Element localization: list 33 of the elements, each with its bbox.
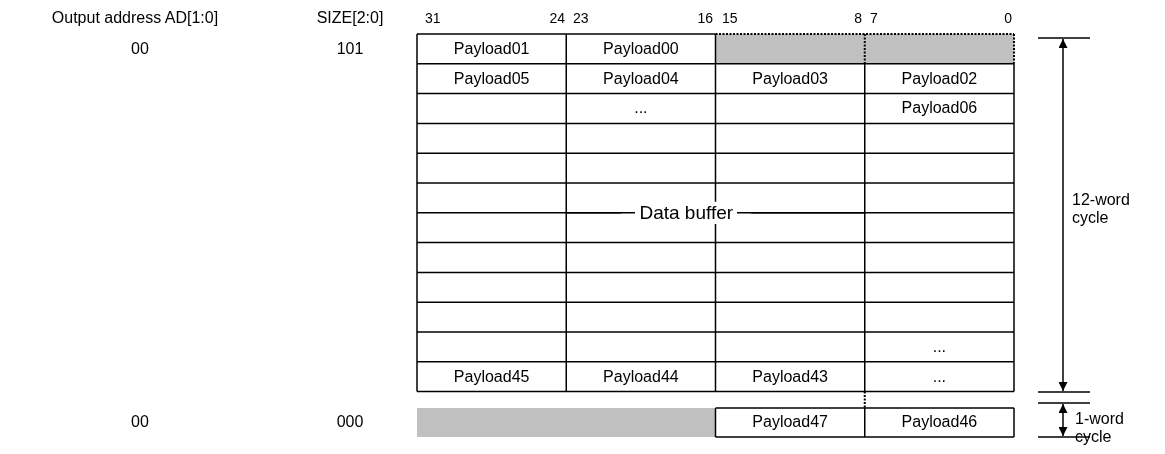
payload-label: Payload06: [901, 99, 978, 118]
shaded-block: [715, 34, 1014, 64]
size-value: 000: [336, 413, 364, 432]
size-value: 101: [336, 39, 364, 59]
bit-number: 15: [722, 9, 738, 27]
column-header: Output address AD[1:0]: [51, 8, 219, 28]
payload-label: Payload43: [752, 367, 828, 386]
payload-label: Payload03: [752, 69, 828, 88]
address-value: 00: [131, 39, 149, 59]
bit-number: 24: [549, 9, 565, 27]
ellipsis: ...: [634, 99, 648, 118]
payload-label: Payload04: [603, 69, 679, 88]
ellipsis: ...: [932, 367, 947, 386]
payload-label: Payload01: [453, 39, 530, 59]
bit-number: 7: [870, 9, 878, 27]
payload-label: Payload02: [901, 69, 978, 88]
bit-number: 31: [425, 9, 441, 27]
payload-label: Payload45: [453, 367, 530, 386]
bit-number: 16: [697, 9, 713, 27]
payload-label: Payload05: [453, 69, 530, 88]
payload-label: Payload44: [603, 367, 679, 386]
bit-number: 8: [854, 9, 862, 27]
address-value: 00: [131, 413, 149, 432]
ellipsis: ...: [932, 337, 947, 357]
payload-label: Payload00: [603, 39, 679, 59]
payload-label: Payload46: [901, 413, 978, 432]
shaded-block: [417, 408, 716, 437]
dimension-label: 12-word cycle: [1072, 190, 1131, 228]
column-header: SIZE[2:0]: [316, 8, 384, 28]
dimension-label: 1-word cycle: [1075, 409, 1125, 447]
payload-label: Payload47: [752, 413, 828, 432]
bit-number: 23: [573, 9, 589, 27]
bit-number: 0: [1004, 9, 1012, 27]
